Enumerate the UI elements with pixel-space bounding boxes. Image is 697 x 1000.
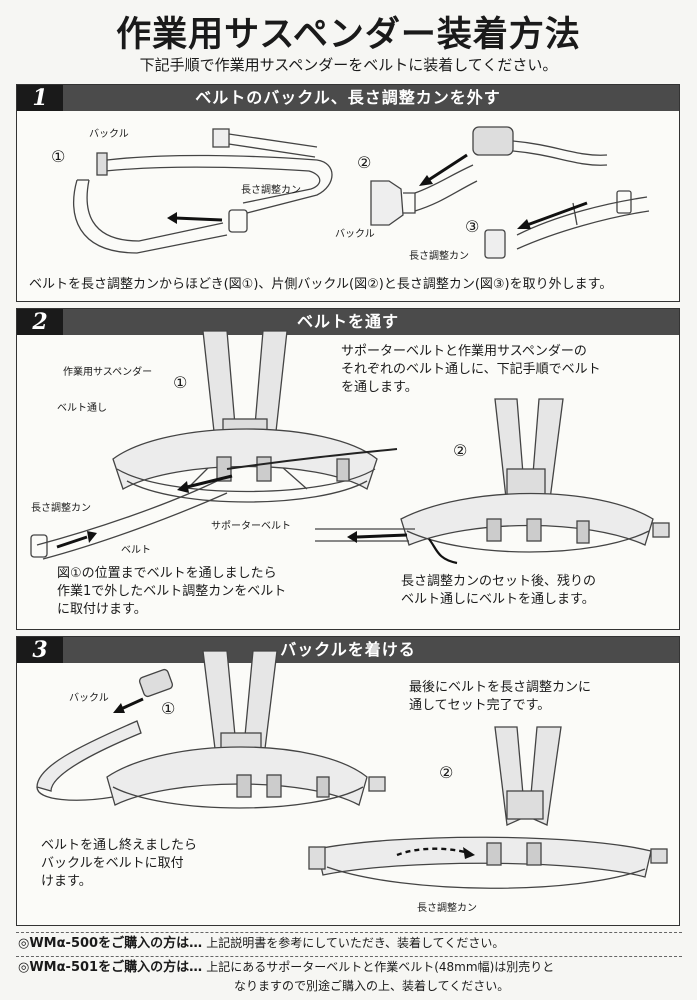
- footer-model-501: ◎WMα-501をご購入の方は…: [18, 960, 203, 975]
- step-2-label-supporter: サポーターベルト: [211, 521, 291, 532]
- step-1-label-adjuster-b: 長さ調整カン: [409, 251, 469, 262]
- step-2-text-right: 長さ調整カンのセット後、残りの ベルト通しにベルトを通します。: [401, 574, 597, 607]
- step-2-label-adjuster: 長さ調整カン: [31, 503, 91, 514]
- footer-note-1: ◎WMα-500をご購入の方は… 上記説明書を参考にしていただき、装着してくださ…: [18, 934, 688, 953]
- step-2-label-belt: ベルト: [121, 545, 151, 556]
- step-3-text-left: ベルトを通し終えましたら バックルをベルトに取付 けます。: [41, 838, 198, 889]
- step-1-panel: 1 ベルトのバックル、長さ調整カンを外す: [16, 84, 680, 302]
- step-2-label-suspender: 作業用サスペンダー: [63, 367, 153, 378]
- step-1-header: 1 ベルトのバックル、長さ調整カンを外す: [17, 85, 679, 111]
- step-1-fig1-marker: ①: [51, 147, 66, 166]
- step-1-fig3-marker: ③: [465, 217, 480, 236]
- step-1-label-adjuster-a: 長さ調整カン: [241, 185, 301, 196]
- footer-divider-1: [16, 932, 682, 933]
- step-3-fig1-marker: ①: [161, 699, 176, 718]
- step-1-label-buckle-a: バックル: [89, 129, 129, 140]
- footer-text-501-b: なりますので別途ご購入の上、装着してください。: [234, 979, 510, 993]
- step-3-header: 3 バックルを着ける: [17, 637, 679, 663]
- page-title: 作業用サスペンダー装着方法: [116, 15, 581, 55]
- step-3-label-adjuster: 長さ調整カン: [417, 903, 477, 914]
- footer-divider-2: [16, 956, 682, 957]
- step-2-panel: 2 ベルトを通す: [16, 308, 680, 630]
- page-subtitle: 下記手順で作業用サスペンダーをベルトに装着してください。: [139, 56, 558, 74]
- step-3-number: 3: [17, 637, 63, 663]
- step-2-number: 2: [17, 309, 63, 335]
- step-3-label-buckle: バックル: [69, 693, 109, 704]
- step-2-fig1-marker: ①: [173, 373, 188, 392]
- step-2-text-top: サポーターベルトと作業用サスペンダーの それぞれのベルト通しに、下記手順でベルト…: [341, 344, 601, 395]
- step-2-title: ベルトを通す: [296, 312, 399, 331]
- footer-text-501-a: 上記にあるサポーターベルトと作業ベルト(48mm幅)は別売りと: [206, 960, 555, 974]
- step-2-fig2-marker: ②: [453, 441, 468, 460]
- step-2-text-left: 図①の位置までベルトを通しましたら 作業1で外したベルト調整カンをベルト に取付…: [57, 566, 287, 617]
- step-1-fig2-marker: ②: [357, 153, 372, 172]
- footer-text-500: 上記説明書を参考にしていただき、装着してください。: [206, 936, 505, 950]
- step-1-label-buckle-b: バックル: [335, 229, 375, 240]
- footer-model-500: ◎WMα-500をご購入の方は…: [18, 936, 203, 951]
- step-2-header: 2 ベルトを通す: [17, 309, 679, 335]
- step-1-illustration: [73, 126, 650, 259]
- step-1-number: 1: [17, 85, 63, 111]
- footer-note-2-cont: なりますので別途ご購入の上、装着してください。: [234, 977, 674, 996]
- step-3-text-top: 最後にベルトを長さ調整カンに 通してセット完了です。: [409, 680, 592, 713]
- step-3-panel: 3 バックルを着ける: [16, 636, 680, 926]
- step-3-title: バックルを着ける: [280, 640, 416, 659]
- footer-note-2: ◎WMα-501をご購入の方は… 上記にあるサポーターベルトと作業ベルト(48m…: [18, 958, 688, 977]
- step-1-instruction: ベルトを長さ調整カンからほどき(図①)、片側バックル(図②)と長さ調整カン(図③…: [29, 277, 613, 292]
- step-3-illustration: [36, 650, 668, 889]
- step-1-title: ベルトのバックル、長さ調整カンを外す: [195, 88, 501, 107]
- step-2-label-loops: ベルト通し: [57, 403, 107, 414]
- step-3-fig2-marker: ②: [439, 763, 454, 782]
- step-2-illustration: [30, 330, 670, 565]
